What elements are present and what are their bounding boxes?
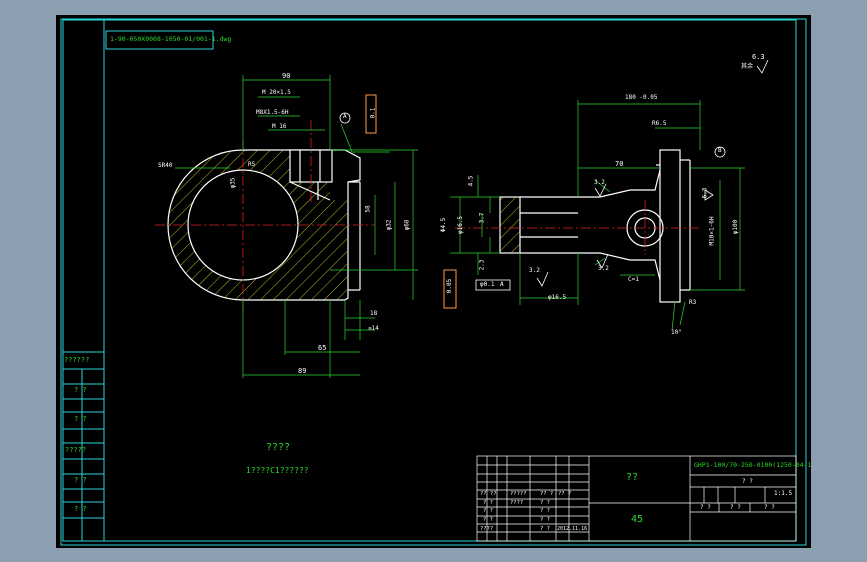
- title-right-cell-4: ? ?: [764, 504, 775, 511]
- strip-row-4: ?????: [65, 446, 87, 454]
- header-filename: 1-90-050X0008-1050-01/001-1.dwg: [110, 35, 232, 43]
- part-name: ??: [626, 472, 639, 483]
- tb-r2-c1: ? ?: [483, 500, 493, 506]
- right-view-dimensions: [450, 100, 745, 331]
- left-geometric-tolerance-tag: [365, 94, 377, 134]
- right-dim-chamfer: C=1: [628, 276, 639, 283]
- title-right-cell-2: ? ?: [700, 504, 711, 511]
- right-roughness-a: 3.2: [594, 179, 605, 186]
- left-runout-value: 0.1: [369, 107, 377, 119]
- left-dim-bottom-a: 18: [370, 310, 378, 317]
- left-datum-circle: [339, 112, 351, 124]
- roughness-note-value: 6.3: [752, 53, 765, 61]
- roughness-symbols: [536, 59, 769, 287]
- notes-title: ????: [266, 442, 291, 453]
- right-perp-value: 0.05: [446, 278, 454, 294]
- tb-r1-c2: ?????: [510, 491, 527, 497]
- tb-r2-c2: ????: [510, 500, 524, 506]
- tb-date: 2012.11.16: [557, 526, 588, 532]
- right-datum-letter: B: [718, 147, 722, 154]
- right-dim-bottom-len: φ16.5: [548, 294, 567, 301]
- title-right-cell-3: ? ?: [730, 504, 741, 511]
- scale: 1:1.5: [774, 490, 793, 497]
- left-dim-top-width: 90: [282, 72, 291, 80]
- tb-r3-c3: ? ?: [540, 508, 550, 514]
- left-dim-bottom-c: 65: [318, 344, 327, 352]
- strip-row-6: ? ?: [74, 505, 87, 513]
- left-dim-thread-a: M 20×1.5: [262, 89, 291, 96]
- sheet-border: [60, 18, 807, 546]
- left-datum-letter: A: [343, 113, 347, 120]
- tb-r1-c3: ?? ?: [540, 491, 554, 497]
- tb-r1-c4: ?? ?: [558, 491, 572, 497]
- right-dim-left-a: 4.5: [467, 175, 475, 187]
- right-dim-left-c: 3.7: [478, 212, 486, 224]
- right-position-tag: [475, 279, 511, 291]
- right-roughness-d: 6.3: [701, 187, 709, 199]
- material: 45: [631, 514, 644, 525]
- tb-r5-c3: ? ?: [540, 526, 550, 532]
- tb-r4-c3: ? ?: [540, 517, 550, 523]
- tb-r5-c1: ????: [480, 526, 494, 532]
- strip-row-1: ??????: [64, 356, 90, 364]
- left-dim-height-c: φ68: [403, 219, 411, 231]
- left-dim-height-b: φ32: [385, 219, 393, 231]
- right-dim-shaft-len: 70: [615, 160, 624, 168]
- right-roughness-b: 3.2: [529, 267, 540, 274]
- title-block-lines: [476, 455, 797, 542]
- drawing-number: GHP1-100/70-250-0100(1250-04-1: [694, 461, 812, 469]
- tb-r3-c1: ? ?: [483, 508, 493, 514]
- left-dim-height-a: 58: [364, 205, 372, 213]
- strip-row-3: ? ?: [74, 415, 87, 423]
- roughness-note-label: 其余: [741, 63, 754, 70]
- right-dim-diam: φ16.5: [457, 215, 465, 235]
- tb-r4-c1: ? ?: [483, 517, 493, 523]
- right-datum-circle: [714, 146, 726, 158]
- left-dim-side-b: φ35: [229, 177, 237, 189]
- left-dim-thread-b: M8X1.5-6H: [256, 109, 289, 116]
- right-dim-r-small: R3: [689, 299, 697, 306]
- right-perpendicularity-tag: [443, 269, 457, 309]
- right-roughness-c: 3.2: [598, 265, 609, 272]
- right-view-part: [455, 149, 700, 303]
- right-pos-datum: A: [500, 281, 504, 288]
- right-dim-top-sub: R6.5: [652, 120, 667, 127]
- right-dim-left-d: 2.3: [478, 259, 486, 271]
- left-radius-label: SR40: [158, 162, 173, 169]
- right-dim-angle: 10°: [671, 329, 682, 336]
- left-view-dimensions: [175, 75, 418, 378]
- left-dim-sub: M 16: [272, 123, 287, 130]
- left-dim-bottom-b: ≤14: [368, 325, 379, 332]
- strip-row-5: ? ?: [74, 476, 87, 484]
- right-pos-value: φ0.1: [480, 281, 495, 288]
- tb-r1-c1: ?? ??: [480, 491, 497, 497]
- right-dim-top-width: 180 -0.05: [625, 94, 658, 101]
- right-dim-left-b: Φ4.5: [440, 217, 448, 233]
- right-dim-flange-b: M10×1-6H: [708, 216, 716, 246]
- left-dim-side-a: R5: [248, 161, 256, 168]
- left-dim-bottom-d: 89: [298, 367, 307, 375]
- notes-line1: 1????C1??????: [246, 466, 309, 475]
- strip-row-2: ? ?: [74, 386, 87, 394]
- title-right-cell-1: ? ?: [742, 478, 753, 485]
- tb-r2-c3: ? ?: [540, 500, 550, 506]
- right-dim-flange: φ100: [732, 219, 740, 235]
- left-view-part: [155, 120, 375, 315]
